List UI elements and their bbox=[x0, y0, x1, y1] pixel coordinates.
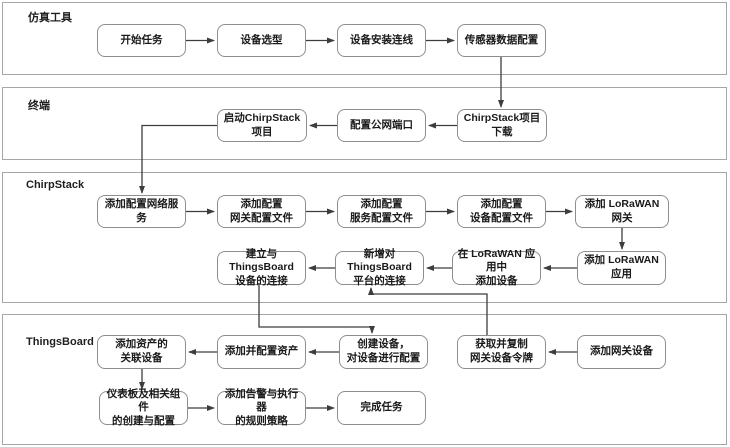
node-add-lorawan-gateway: 添加 LoRaWAN 网关 bbox=[575, 195, 669, 228]
lane-label-chirpstack: ChirpStack bbox=[26, 179, 85, 191]
node-launch-chirpstack-project: 启动ChirpStack项目 bbox=[217, 109, 307, 142]
node-configure-public-port: 配置公网端口 bbox=[337, 109, 426, 142]
node-add-device-in-lorawan-app: 在 LoRaWAN 应用中 添加设备 bbox=[452, 248, 541, 287]
node-add-alarm-actuator-rules: 添加告警与执行器 的规则策略 bbox=[217, 388, 306, 427]
node-start-task: 开始任务 bbox=[97, 24, 186, 57]
lane-label-simulation-tool: 仿真工具 bbox=[28, 12, 72, 24]
node-get-copy-gateway-token: 获取并复制 网关设备令牌 bbox=[457, 335, 546, 369]
node-finish-task: 完成任务 bbox=[337, 391, 426, 425]
node-dashboard-components-creation: 仪表板及相关组件 的创建与配置 bbox=[99, 388, 188, 427]
node-create-and-configure-device: 创建设备， 对设备进行配置 bbox=[339, 335, 428, 369]
node-device-selection: 设备选型 bbox=[217, 24, 306, 57]
lane-label-thingsboard: ThingsBoard bbox=[26, 336, 94, 348]
node-sensor-data-config: 传感器数据配置 bbox=[457, 24, 546, 57]
node-add-device-profile: 添加配置 设备配置文件 bbox=[457, 195, 546, 228]
node-add-lorawan-application: 添加 LoRaWAN 应用 bbox=[577, 251, 666, 285]
node-chirpstack-project-download: ChirpStack项目下载 bbox=[457, 109, 547, 142]
node-add-gateway-device: 添加网关设备 bbox=[577, 335, 666, 369]
node-add-and-configure-assets: 添加并配置资产 bbox=[217, 335, 306, 369]
node-add-gateway-profile: 添加配置 网关配置文件 bbox=[217, 195, 306, 228]
lane-label-terminal: 终端 bbox=[28, 100, 50, 112]
node-add-thingsboard-platform-connection: 新增对ThingsBoard 平台的连接 bbox=[335, 248, 424, 287]
node-device-install-wiring: 设备安装连线 bbox=[337, 24, 426, 57]
node-add-service-profile: 添加配置 服务配置文件 bbox=[337, 195, 426, 228]
node-establish-thingsboard-device-connection: 建立与ThingsBoard 设备的连接 bbox=[217, 248, 306, 287]
node-add-asset-related-devices: 添加资产的 关联设备 bbox=[97, 335, 186, 369]
node-add-network-service-config: 添加配置网络服务 bbox=[97, 195, 186, 228]
